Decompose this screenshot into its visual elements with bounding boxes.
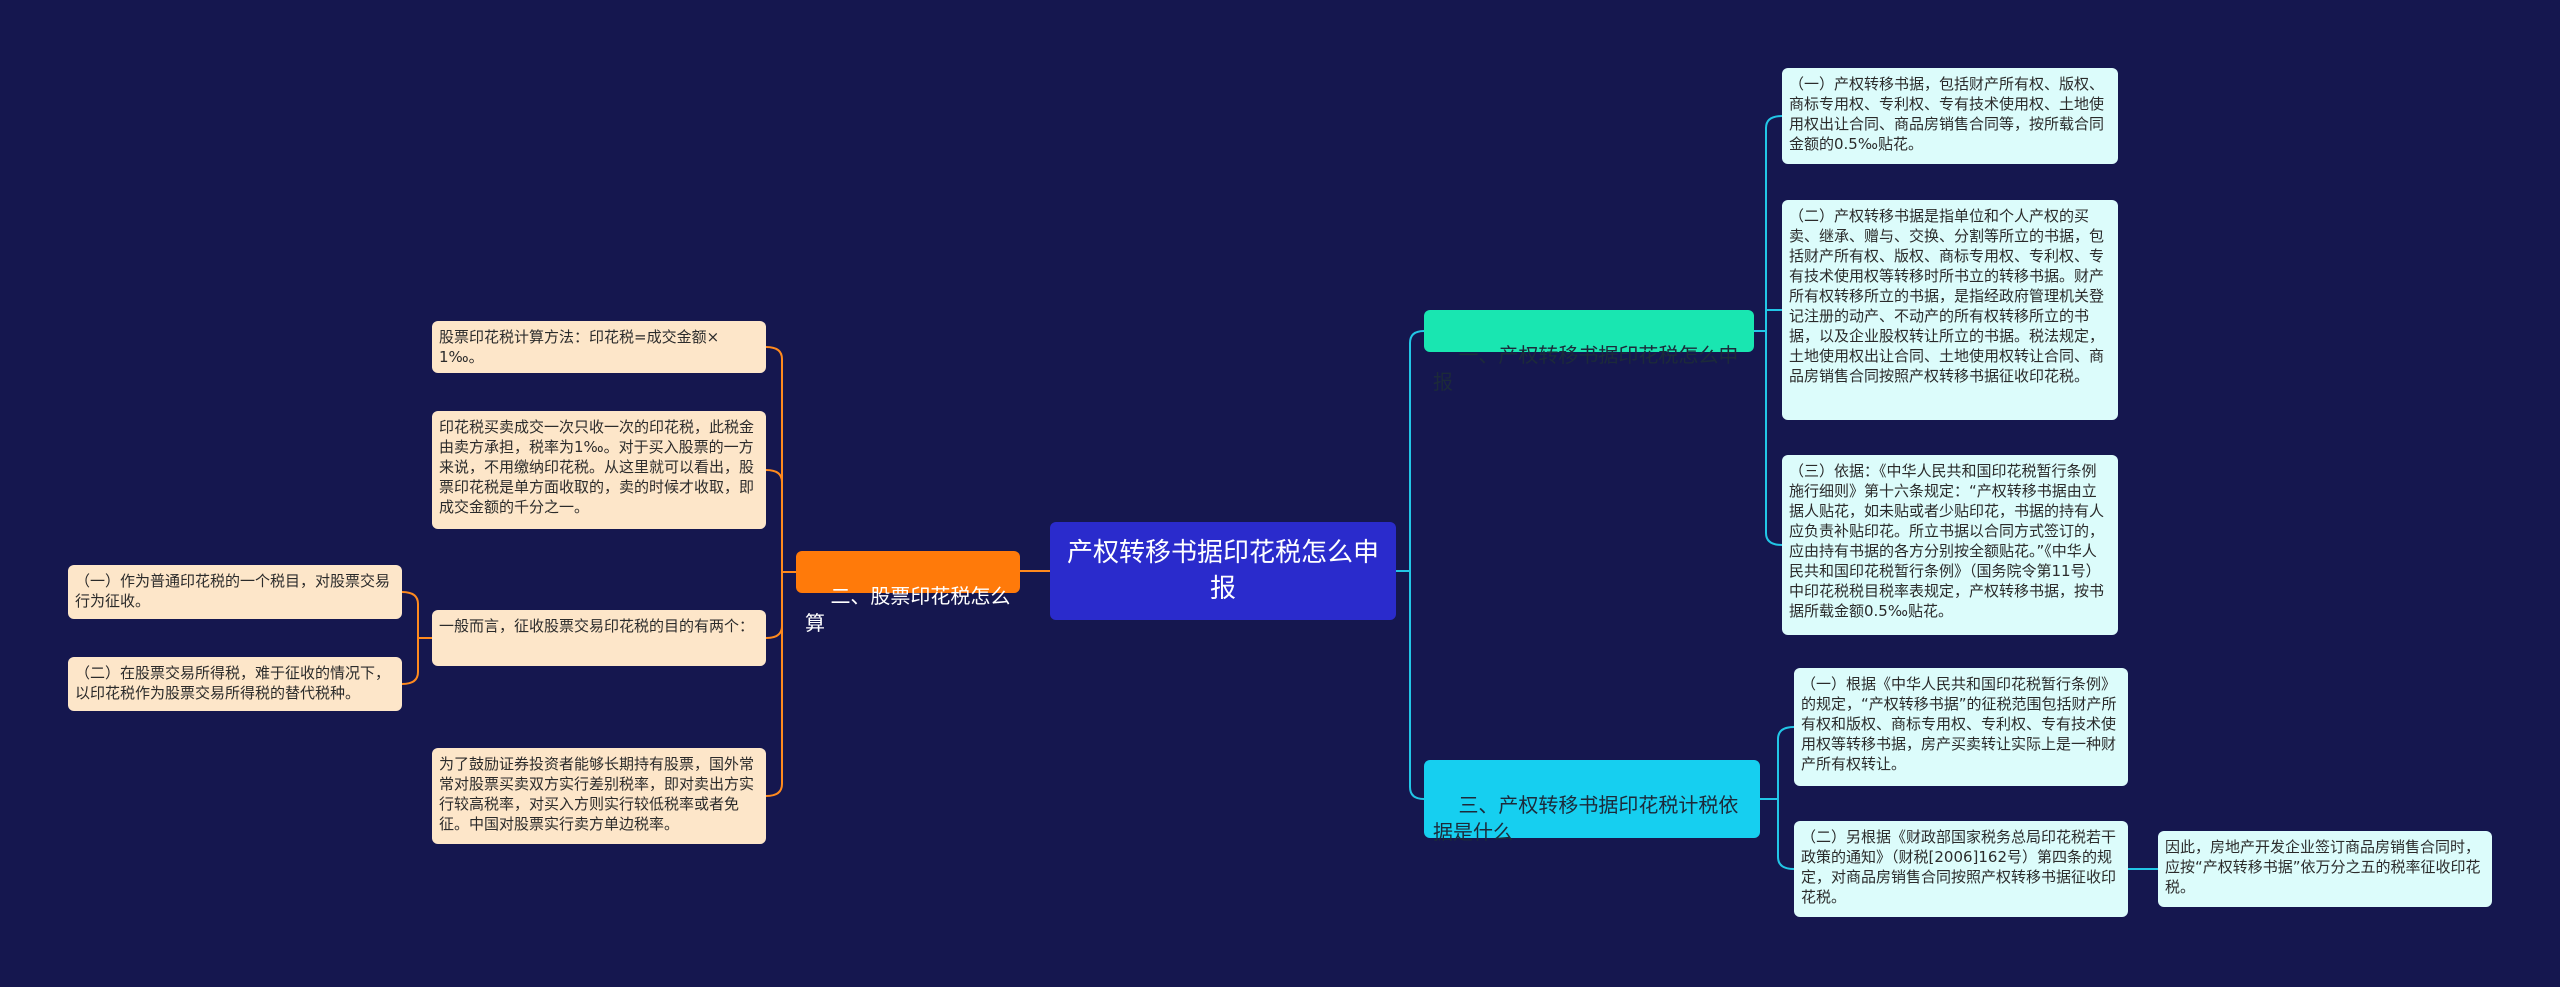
link-branch-1-leaf-2 xyxy=(1754,309,1782,332)
branch-3-label: 三、产权转移书据印花税计税依据是什么 xyxy=(1433,793,1739,844)
branch-2-subleaf-1[interactable]: （一）作为普通印花税的一个税目，对股票交易行为征收。 xyxy=(68,565,402,619)
branch-3-subleaf-1[interactable]: 因此，房地产开发企业签订商品房销售合同时，应按“产权转移书据”依万分之五的税率征… xyxy=(2158,831,2492,907)
link-leaf-3-subleaf-1 xyxy=(401,591,432,639)
link-branch-1-leaf-3 xyxy=(1754,330,1783,546)
link-root-branch-3 xyxy=(1396,570,1425,800)
branch-3-topic[interactable]: 三、产权转移书据印花税计税依据是什么 xyxy=(1424,760,1760,844)
link-branch-2-leaf-1 xyxy=(765,346,796,573)
branch-1-label: 一、产权转移书据印花税怎么申报 xyxy=(1433,343,1739,394)
link-root-branch-1 xyxy=(1396,330,1425,572)
root-topic[interactable]: 产权转移书据印花税怎么申报 xyxy=(1050,522,1396,620)
branch-1-leaf-2[interactable]: （二）产权转移书据是指单位和个人产权的买卖、继承、赠与、交换、分割等所立的书据，… xyxy=(1782,200,2118,420)
link-branch-3-leaf-1 xyxy=(1760,726,1795,800)
link-branch-2-leaf-4 xyxy=(765,571,796,797)
branch-2-leaf-3[interactable]: 一般而言，征收股票交易印花税的目的有两个： xyxy=(432,610,766,666)
branch-2-leaf-4[interactable]: 为了鼓励证券投资者能够长期持有股票，国外常常对股票买卖双方实行差别税率，即对卖出… xyxy=(432,748,766,844)
root-topic-label: 产权转移书据印花税怎么申报 xyxy=(1066,538,1379,604)
branch-2-leaf-2[interactable]: 印花税买卖成交一次只收一次的印花税，此税金由卖方承担，税率为1‰。对于买入股票的… xyxy=(432,411,766,529)
link-branch-1-leaf-1 xyxy=(1754,115,1783,332)
branch-1-topic[interactable]: 一、产权转移书据印花税怎么申报 xyxy=(1424,310,1754,394)
branch-1-leaf-3[interactable]: （三）依据：《中华人民共和国印花税暂行条例施行细则》第十六条规定：“产权转移书据… xyxy=(1782,455,2118,635)
branch-1-leaf-1[interactable]: （一）产权转移书据，包括财产所有权、版权、商标专用权、专利权、专有技术使用权、土… xyxy=(1782,68,2118,164)
link-leaf-3-subleaf-2 xyxy=(401,637,432,685)
link-branch-3-leaf-2 xyxy=(1760,798,1795,870)
branch-3-leaf-1[interactable]: （一）根据《中华人民共和国印花税暂行条例》的规定，“产权转移书据”的征税范围包括… xyxy=(1794,668,2128,786)
branch-3-leaf-2[interactable]: （二）另根据《财政部国家税务总局印花税若干政策的通知》（财税[2006]162号… xyxy=(1794,821,2128,917)
branch-2-leaf-1[interactable]: 股票印花税计算方法：印花税=成交金额×1‰。 xyxy=(432,321,766,373)
branch-2-topic[interactable]: 二、股票印花税怎么算 xyxy=(796,551,1020,635)
branch-2-subleaf-2[interactable]: （二）在股票交易所得税，难于征收的情况下，以印花税作为股票交易所得税的替代税种。 xyxy=(68,657,402,711)
link-branch-2-leaf-2 xyxy=(765,469,796,573)
branch-2-label: 二、股票印花税怎么算 xyxy=(805,584,1011,635)
